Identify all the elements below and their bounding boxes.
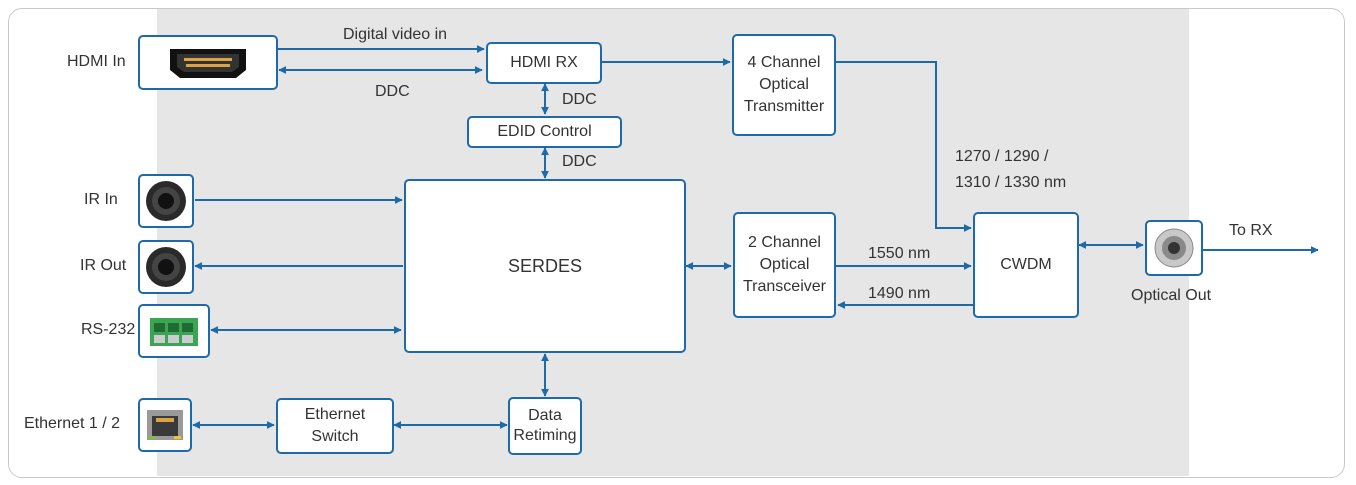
rs232-label: RS-232 (81, 321, 136, 338)
ethernet-port (138, 398, 192, 452)
optical-transceiver-block: 2 Channel Optical Transceiver (733, 212, 836, 318)
ddc-edid-serdes-label: DDC (562, 153, 597, 170)
optical-transmitter-block: 4 Channel Optical Transmitter (732, 34, 836, 136)
optical-connector-icon (1154, 228, 1194, 268)
hdmi-port (138, 35, 278, 90)
serdes-block: SERDES (404, 179, 686, 353)
data-retiming-block: Data Retiming (508, 397, 582, 455)
ir-in-port (138, 174, 194, 228)
rs232-port (138, 304, 210, 358)
edid-control-block: EDID Control (467, 116, 622, 148)
ethernet-label: Ethernet 1 / 2 (24, 415, 121, 432)
wavelength-1550-label: 1550 nm (868, 245, 931, 262)
audio-jack-icon (146, 181, 186, 221)
digital-video-label: Digital video in (343, 26, 448, 43)
ddc-hdmi-label: DDC (375, 83, 410, 100)
ir-out-label: IR Out (80, 257, 127, 274)
hdmi-in-label: HDMI In (67, 53, 126, 70)
ddc-rx-edid-label: DDC (562, 91, 597, 108)
wavelength-1490-label: 1490 nm (868, 285, 931, 302)
wavelength-tx-label: 1270 / 1290 / 1310 / 1330 nm (955, 148, 1067, 191)
ethernet-switch-block: Ethernet Switch (276, 398, 394, 454)
rj45-icon (147, 410, 183, 440)
hdmi-connector-icon (170, 49, 246, 78)
audio-jack-icon (146, 247, 186, 287)
ir-in-label: IR In (84, 191, 118, 208)
optical-port (1145, 220, 1203, 276)
hdmi-rx-block: HDMI RX (486, 42, 602, 84)
ir-out-port (138, 240, 194, 294)
wire-tx-cwdm (836, 61, 972, 232)
optical-out-label: Optical Out (1131, 287, 1212, 304)
cwdm-block: CWDM (973, 212, 1079, 318)
terminal-block-icon (150, 318, 198, 346)
to-rx-label: To RX (1229, 222, 1273, 239)
